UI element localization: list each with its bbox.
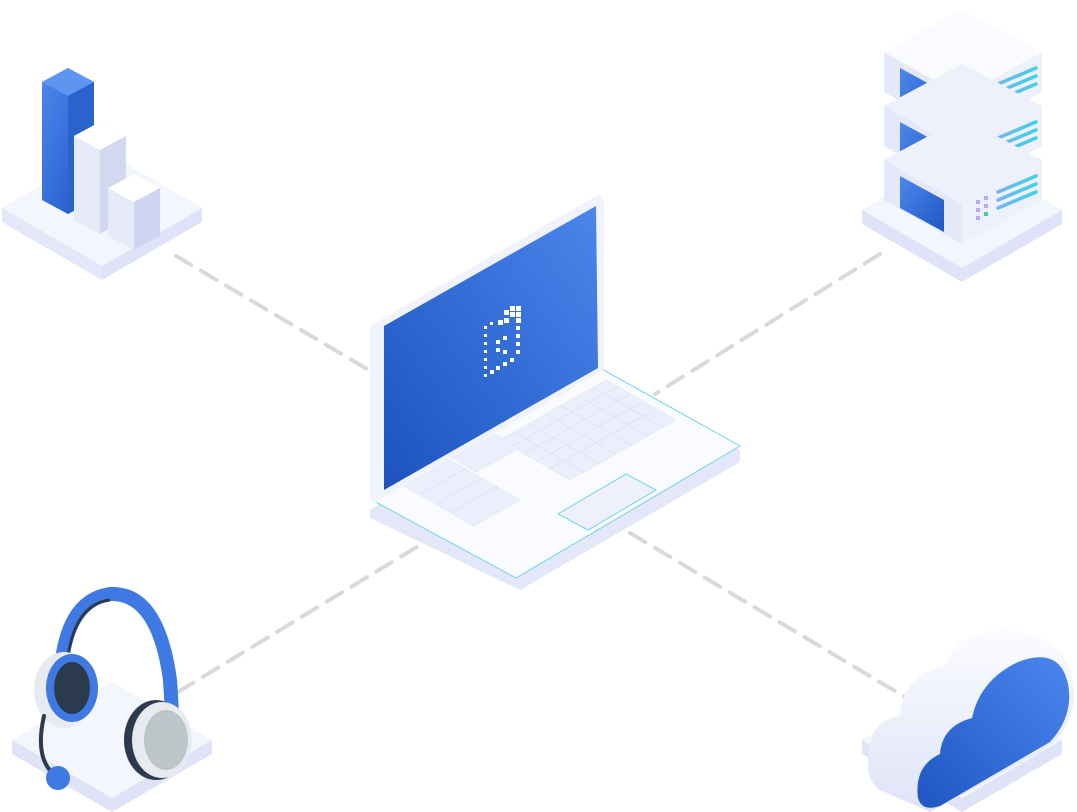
link-analytics xyxy=(174,254,374,374)
connectors xyxy=(174,252,907,699)
link-servers xyxy=(653,252,882,396)
link-cloud xyxy=(628,531,907,699)
pixel-logo-icon xyxy=(484,306,521,377)
bar-chart-icon xyxy=(2,68,202,280)
cloud-icon xyxy=(862,629,1075,812)
server-rack-icon xyxy=(862,10,1062,282)
headset-icon xyxy=(12,587,212,812)
link-support xyxy=(176,543,422,694)
laptop-icon xyxy=(370,195,742,590)
